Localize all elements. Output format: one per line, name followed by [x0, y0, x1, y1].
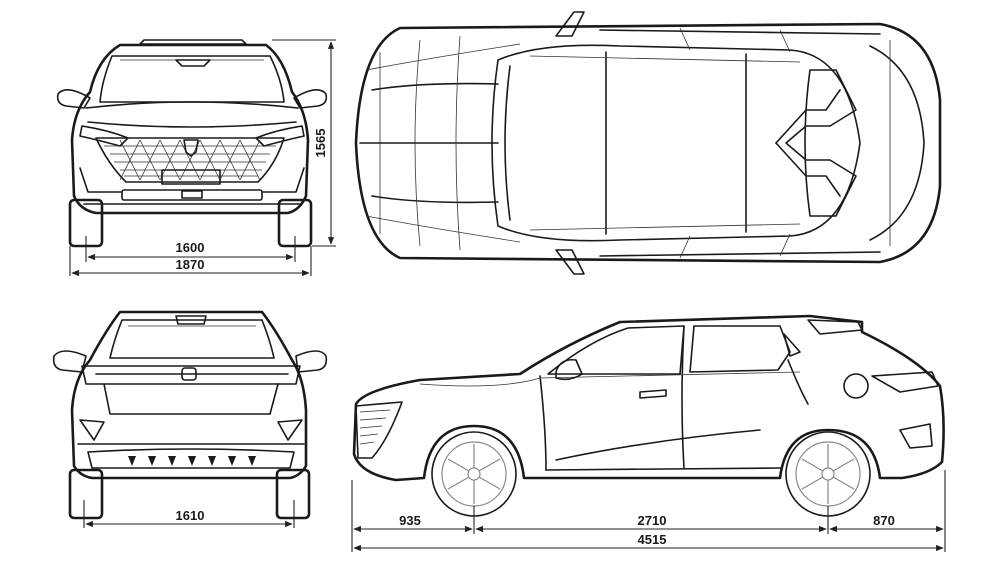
front-windshield	[99, 55, 285, 103]
rear-dimensions: 1610	[83, 500, 295, 528]
rear-view	[52, 310, 328, 520]
side-rear-lamp	[871, 371, 939, 393]
side-rear-window	[689, 325, 791, 373]
rear-window	[109, 319, 275, 359]
overall-height-label: 1565	[313, 129, 328, 158]
rear-track-label: 1610	[176, 508, 205, 523]
front-logo	[183, 139, 199, 157]
front-right-mirror	[293, 89, 328, 109]
rear-left-mirror	[52, 350, 87, 373]
rear-left-tyre	[68, 468, 104, 520]
side-front-window	[547, 325, 685, 375]
front-dimensions: 1600 1870 1565	[69, 39, 336, 277]
overall-width-label: 1870	[176, 257, 205, 272]
side-view	[352, 314, 945, 517]
front-overhang-label: 935	[399, 513, 421, 528]
top-cabin-outline	[491, 44, 861, 242]
side-dimensions: 935 2710 870 4515	[351, 470, 946, 552]
top-body-outline	[354, 22, 942, 264]
overall-length-label: 4515	[638, 532, 667, 547]
top-right-mirror	[555, 249, 585, 275]
front-body-outline	[70, 43, 310, 215]
wheelbase-label: 2710	[638, 513, 667, 528]
side-front-wheel	[431, 431, 517, 517]
front-grille	[95, 137, 285, 183]
top-left-mirror	[555, 11, 585, 37]
front-license-plate	[161, 169, 221, 185]
top-rear-spoiler	[785, 69, 857, 217]
top-view	[354, 11, 942, 275]
rear-logo	[181, 367, 197, 381]
rear-diffuser	[87, 448, 295, 469]
rear-right-mirror	[295, 350, 328, 373]
rear-body-outline	[70, 310, 308, 480]
front-track-label: 1600	[176, 240, 205, 255]
left-headlight	[79, 125, 129, 147]
side-front-door-handle	[639, 389, 667, 399]
rear-right-tyre	[275, 468, 311, 520]
rear-overhang-label: 870	[873, 513, 895, 528]
side-body-outline	[352, 314, 945, 482]
front-view	[56, 39, 328, 248]
fuel-cap	[843, 373, 869, 399]
right-headlight	[255, 125, 305, 147]
front-left-mirror	[56, 89, 91, 109]
side-front-lamp	[355, 401, 403, 459]
side-spoiler	[807, 319, 863, 335]
side-mirror	[555, 358, 583, 381]
side-rear-wheel	[785, 431, 871, 517]
